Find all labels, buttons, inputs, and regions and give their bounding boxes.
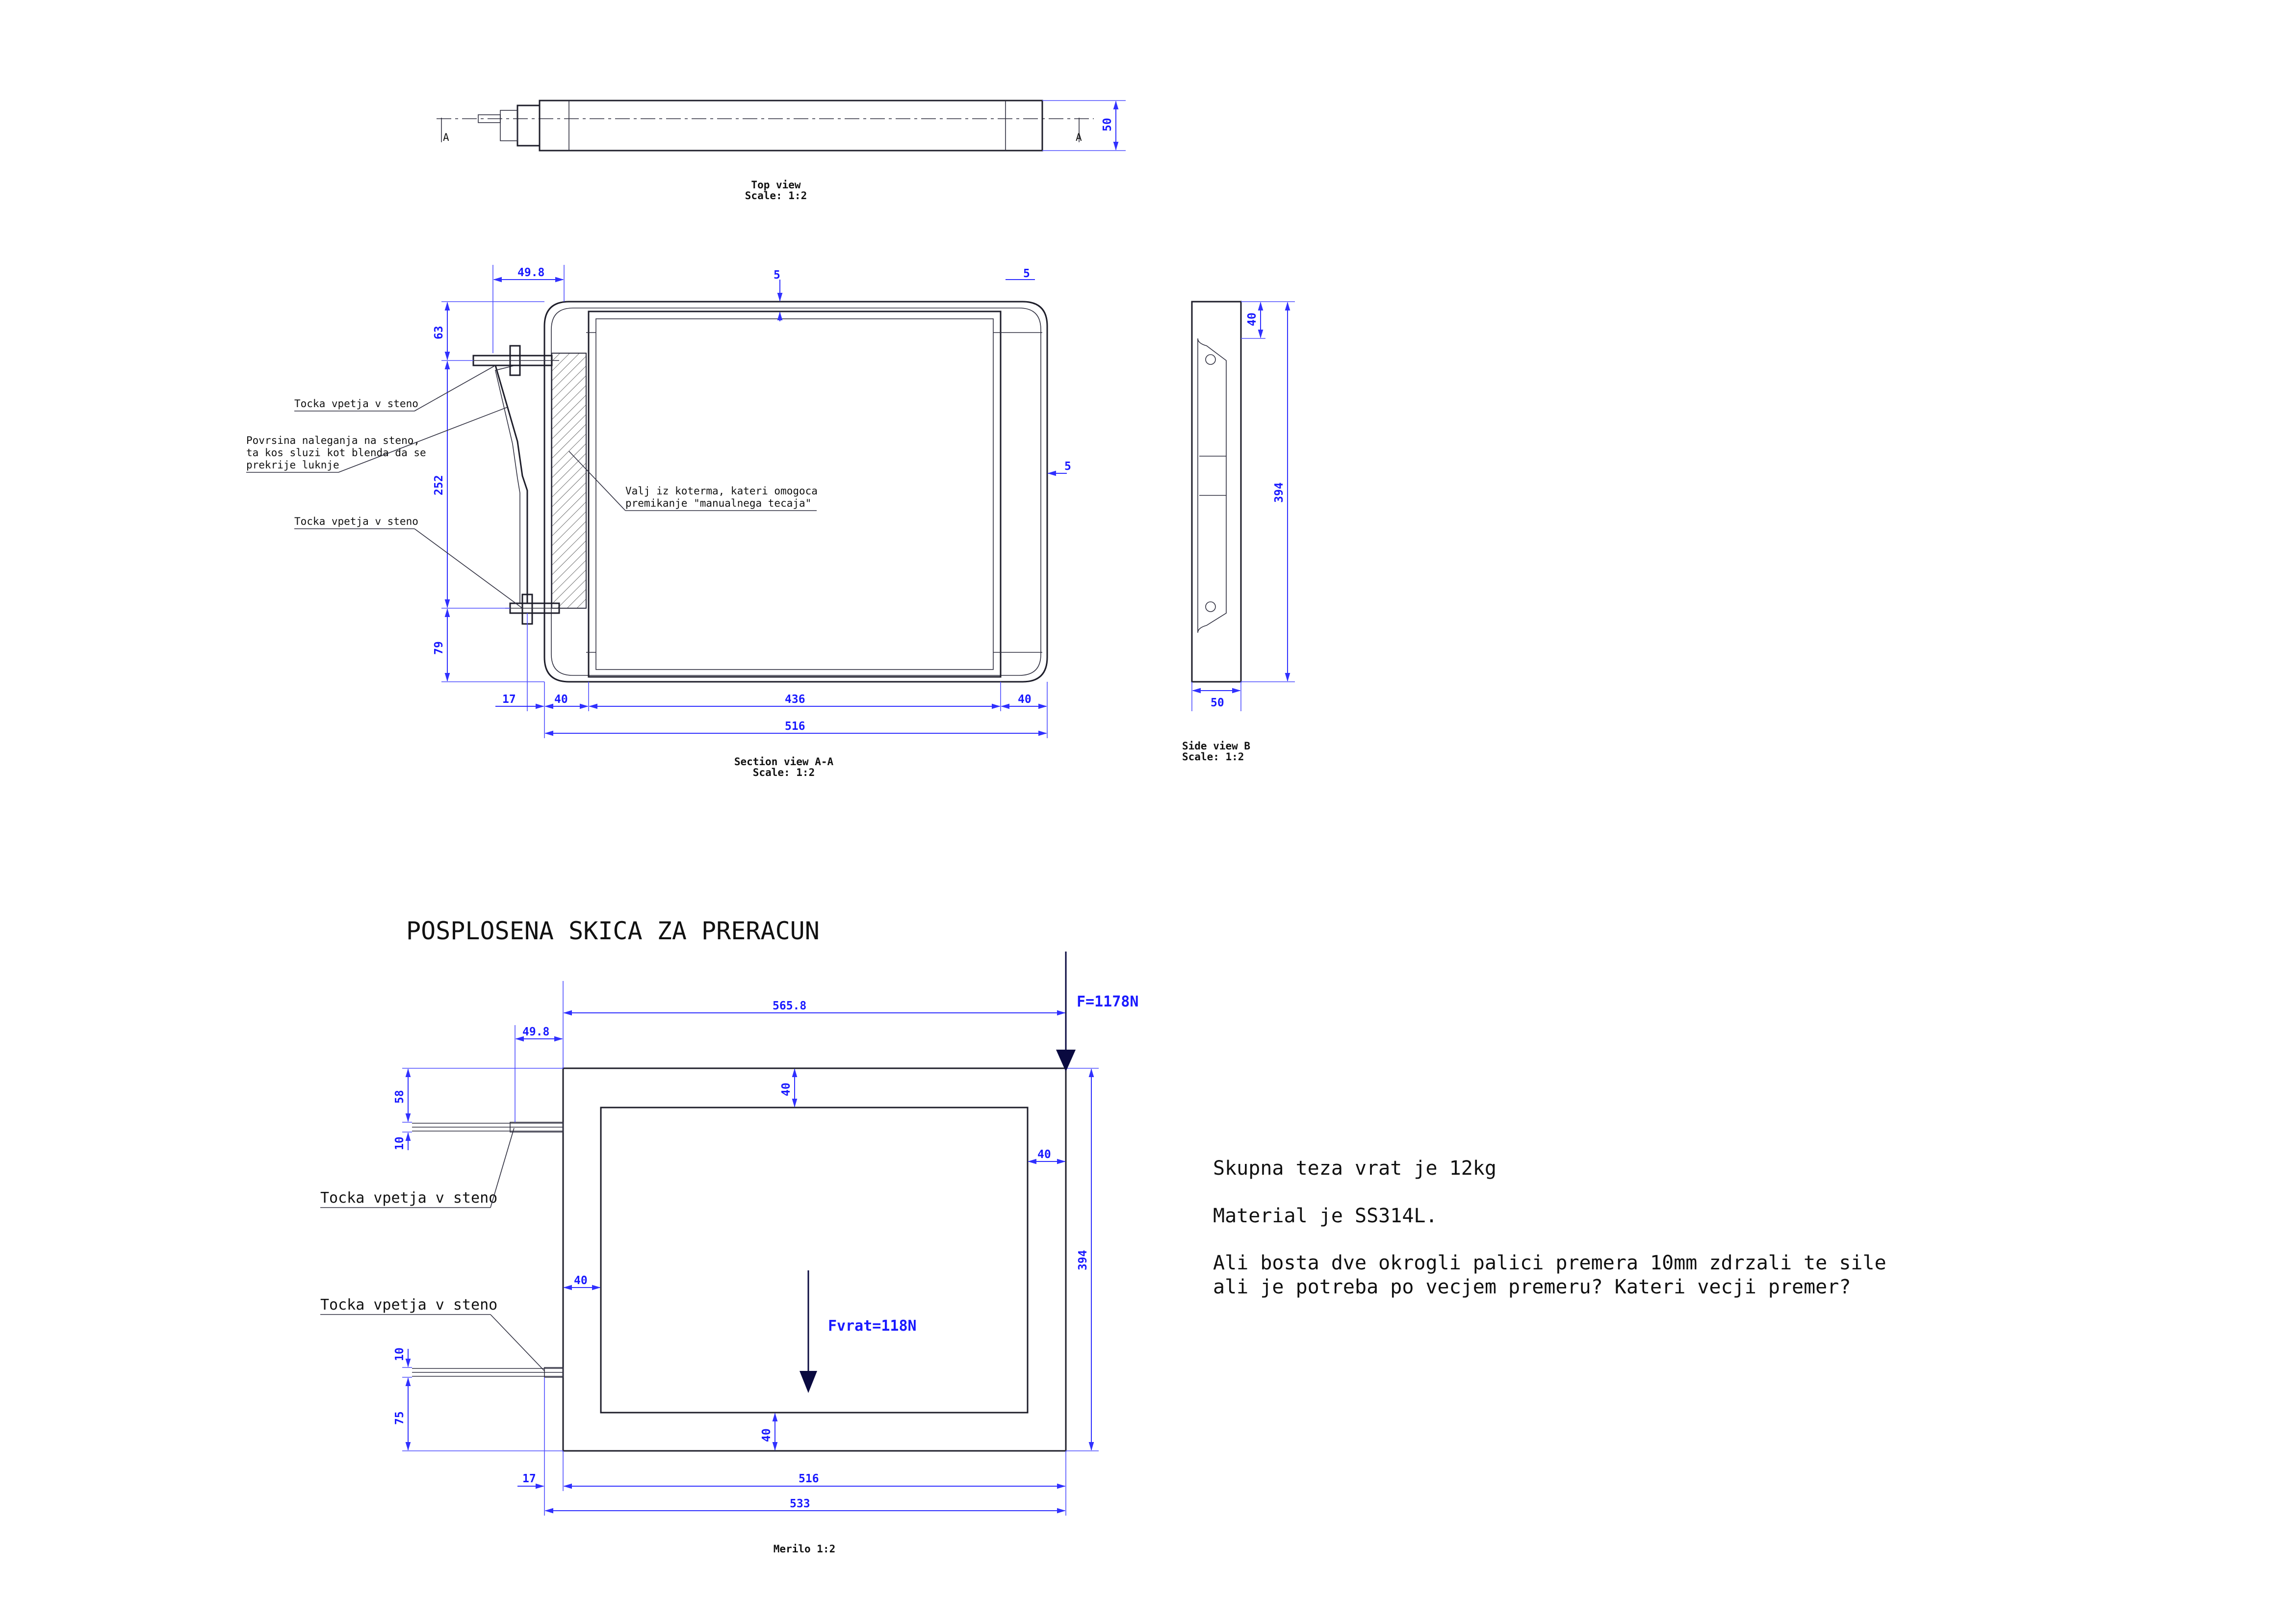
sim-dim-frame-top: 40: [780, 1083, 793, 1096]
top-view-title: Top view: [751, 179, 801, 191]
simplified-sketch: POSPLOSENA SKICA ZA PRERACUN 565.8 49.8 …: [320, 917, 1138, 1555]
koterm-roller: [551, 353, 587, 609]
note-roller-line2: premikanje "manualnega tecaja": [625, 497, 811, 509]
sim-dim-frame-bottom: 40: [760, 1428, 773, 1442]
sim-note-hinge-top: Tocka vpetja v steno: [320, 1189, 497, 1207]
dim-wall-top-right: 5: [1023, 267, 1030, 280]
dim-w-436: 436: [785, 693, 805, 706]
simplified-door-outline: [562, 1067, 1067, 1452]
hinge-bracket: [516, 104, 541, 147]
note-line-2: Material je SS314L.: [1213, 1205, 1438, 1227]
sim-dim-w-17: 17: [522, 1472, 536, 1485]
sim-dim-overall-top: 565.8: [773, 1000, 806, 1012]
top-view: A A 50 Top view Scale: 1:2: [437, 100, 1126, 202]
top-view-scale: Scale: 1:2: [745, 190, 807, 202]
force-arrow-top: [1056, 1050, 1076, 1072]
side-dim-width: 50: [1211, 696, 1224, 709]
simplified-heading: POSPLOSENA SKICA ZA PRERACUN: [406, 917, 820, 945]
note-line-3: Ali bosta dve okrogli palici premera 10m…: [1213, 1252, 1886, 1274]
sim-dim-w-533: 533: [790, 1497, 810, 1510]
side-dim-height: 394: [1273, 482, 1286, 503]
simplified-hinge-top: [510, 1122, 564, 1133]
dim-offset-top: 49.8: [517, 266, 544, 279]
section-view-scale: Scale: 1:2: [753, 767, 815, 778]
note-surface-line1: Povrsina naleganja na steno,: [246, 435, 420, 446]
note-hinge-point-1: Tocka vpetja v steno: [294, 398, 418, 410]
force-door-label: Fvrat=118N: [828, 1317, 917, 1335]
sim-dim-offset-top: 49.8: [522, 1026, 549, 1038]
dim-h-bottom: 79: [433, 641, 445, 655]
sim-dim-h-75: 75: [393, 1411, 406, 1425]
dim-h-mid: 252: [433, 475, 445, 495]
dim-w-40-right: 40: [1018, 693, 1032, 706]
force-top-label: F=1178N: [1077, 993, 1138, 1010]
sim-dim-frame-right: 40: [1037, 1148, 1051, 1161]
dim-wall-top: 5: [774, 269, 780, 282]
sim-dim-h-58: 58: [393, 1090, 406, 1104]
dim-wall-right: 5: [1064, 460, 1071, 473]
note-surface-line3: prekrije luknje: [246, 459, 339, 471]
sim-dim-height: 394: [1077, 1250, 1089, 1270]
sim-dim-h-10-bottom: 10: [393, 1347, 406, 1361]
section-view: 49.8 5 5 5 63 252 79 17 40 436 40 516 To…: [246, 265, 1071, 778]
simplified-hinge-bottom: [544, 1367, 564, 1378]
dim-h-top: 63: [433, 326, 445, 339]
sim-scale: Merilo 1:2: [774, 1543, 835, 1555]
force-arrow-door: [800, 1371, 817, 1393]
note-roller-line1: Valj iz koterma, kateri omogoca: [625, 485, 818, 497]
side-view: 40 394 50 Side view B Scale: 1:2: [1182, 301, 1295, 763]
sim-note-hinge-bottom: Tocka vpetja v steno: [320, 1296, 497, 1314]
note-hinge-point-2: Tocka vpetja v steno: [294, 516, 418, 527]
note-surface-line2: ta kos sluzi kot blenda da se: [246, 447, 426, 459]
sim-dim-h-10-top: 10: [393, 1136, 406, 1150]
dim-w-516: 516: [785, 720, 805, 733]
side-dim-top: 40: [1246, 312, 1259, 326]
notes-block: Skupna teza vrat je 12kg Material je SS3…: [1213, 1157, 1886, 1298]
note-line-1: Skupna teza vrat je 12kg: [1213, 1157, 1496, 1180]
dim-w-17: 17: [502, 693, 516, 706]
sim-dim-frame-left: 40: [574, 1274, 588, 1287]
section-mark-right: A: [1076, 131, 1082, 143]
dim-w-40-left: 40: [554, 693, 568, 706]
note-line-4: ali je potreba po vecjem premeru? Kateri…: [1213, 1276, 1851, 1298]
section-mark-left: A: [443, 131, 449, 143]
sim-dim-w-516: 516: [799, 1472, 819, 1485]
side-view-scale: Scale: 1:2: [1182, 751, 1244, 763]
side-view-title: Side view B: [1182, 740, 1250, 752]
dim-thickness: 50: [1101, 118, 1114, 131]
section-view-title: Section view A-A: [734, 756, 834, 768]
simplified-door-opening: [600, 1107, 1029, 1414]
